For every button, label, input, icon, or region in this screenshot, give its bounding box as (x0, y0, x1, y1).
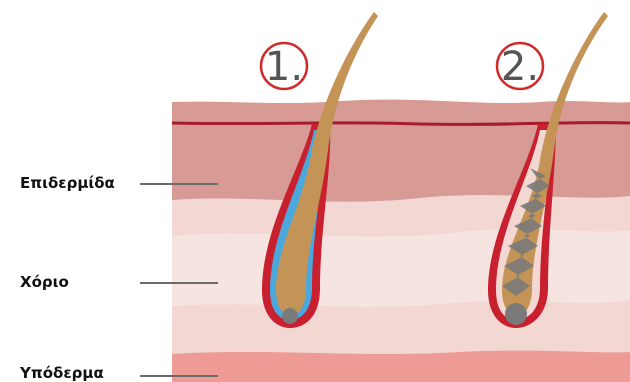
dermis-label: Χόριο (20, 273, 69, 291)
epidermis-layer (172, 100, 630, 202)
stage-2-callout: 2. (497, 43, 543, 90)
epidermis-label: Επιδερμίδα (20, 174, 115, 192)
epidermis-surface-line (172, 123, 630, 125)
hair-papilla-2 (505, 303, 527, 325)
stage-1-callout: 1. (261, 43, 307, 90)
stage-1-number: 1. (265, 44, 303, 90)
hair-papilla-1 (282, 308, 298, 324)
stage-2-number: 2. (501, 44, 539, 90)
hypodermis-label: Υπόδερμα (20, 364, 104, 382)
dermis-lower-band (172, 229, 630, 307)
